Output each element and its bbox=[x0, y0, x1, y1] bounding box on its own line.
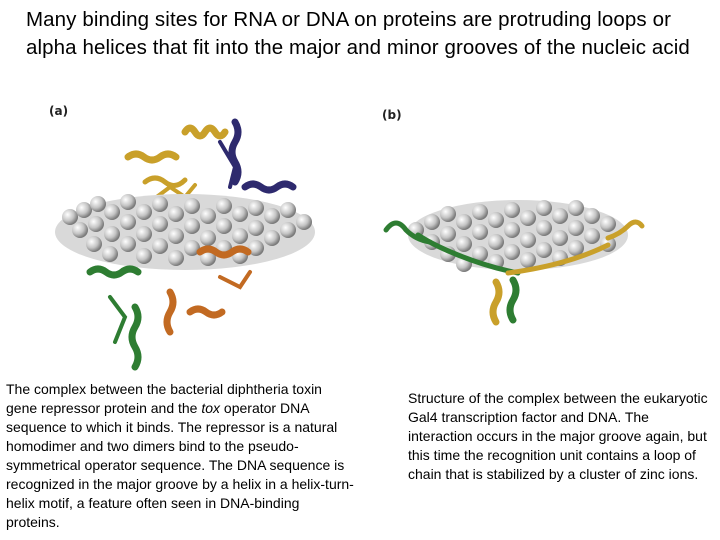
dna-double-helix-spheres bbox=[408, 200, 628, 272]
panel-b-label: (b) bbox=[382, 108, 402, 122]
caption-a-text-2: operator DNA sequence to which it binds.… bbox=[6, 400, 354, 530]
caption-a-italic-tox: tox bbox=[201, 400, 221, 416]
caption-a-text-1: The complex between the bacterial diphth… bbox=[6, 381, 322, 416]
protein-gold-gal4 bbox=[489, 219, 645, 326]
protein-orange-helices bbox=[163, 245, 252, 336]
figure-b-gal4-dna-complex bbox=[383, 200, 645, 326]
protein-green-helices bbox=[86, 265, 142, 371]
dna-double-helix-spheres bbox=[55, 194, 315, 270]
protein-navy-helices bbox=[218, 118, 297, 194]
slide-title: Many binding sites for RNA or DNA on pro… bbox=[26, 8, 690, 59]
figure-a-caption: The complex between the bacterial diphth… bbox=[6, 380, 356, 540]
panel-a-label: (a) bbox=[49, 104, 69, 118]
protein-green-gal4 bbox=[383, 220, 521, 324]
protein-gold-helices bbox=[124, 124, 229, 204]
figure-a-repressor-dna-complex bbox=[55, 118, 315, 371]
figure-b-caption: Structure of the complex between the euk… bbox=[408, 390, 708, 482]
